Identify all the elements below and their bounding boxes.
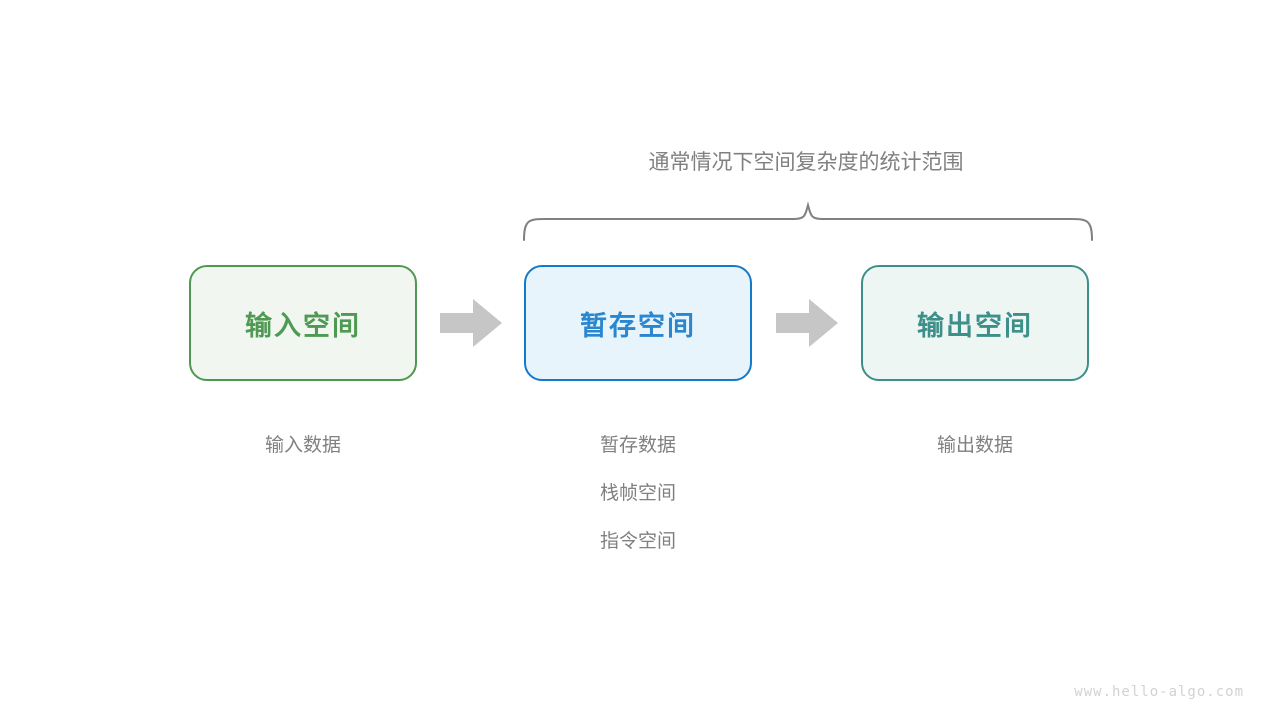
arrow-right-icon-temp-to-output <box>776 299 838 347</box>
box-temp-space-label: 暂存空间 <box>580 310 696 341</box>
list-item: 暂存数据 <box>599 435 676 456</box>
scope-caption: 通常情况下空间复杂度的统计范围 <box>649 146 964 176</box>
arrow-right-icon-input-to-temp <box>440 299 502 347</box>
box-output-space-label: 输出空间 <box>917 310 1033 341</box>
scope-caption-emphasis: 空间复杂度 <box>753 151 859 174</box>
list-item: 指令空间 <box>599 531 676 552</box>
list-item: 输出数据 <box>936 435 1013 456</box>
labels-input-column: 输入数据 <box>189 422 417 470</box>
box-temp-space: 暂存空间 <box>524 265 752 381</box>
box-input-space: 输入空间 <box>189 265 417 381</box>
scope-brace-icon <box>523 201 1093 241</box>
box-input-space-label: 输入空间 <box>245 310 361 341</box>
box-output-space: 输出空间 <box>861 265 1089 381</box>
watermark: www.hello-algo.com <box>1074 684 1244 700</box>
list-item: 输入数据 <box>264 435 341 456</box>
list-item: 栈帧空间 <box>599 483 676 504</box>
scope-caption-prefix: 通常情况下 <box>648 151 754 174</box>
scope-caption-suffix: 的统计范围 <box>858 151 964 174</box>
labels-temp-column: 暂存数据 栈帧空间 指令空间 <box>524 422 752 566</box>
labels-output-column: 输出数据 <box>861 422 1089 470</box>
